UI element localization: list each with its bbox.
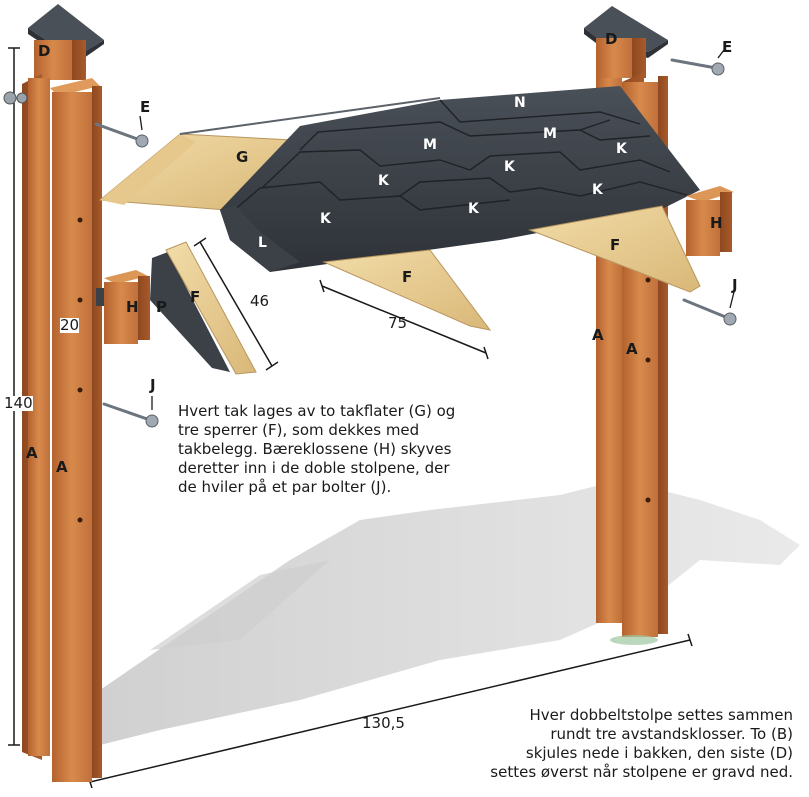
label-f-right: F: [610, 236, 621, 254]
caption-posts-line: settes øverst når stolpene er gravd ned.: [490, 763, 793, 781]
label-n: N: [514, 95, 526, 111]
caption-posts: Hver dobbeltstolpe settes sammen rundt t…: [490, 706, 793, 782]
label-h-exploded: H: [126, 298, 139, 316]
label-k-1: K: [378, 173, 389, 189]
left-post: [3, 4, 104, 782]
label-k-3: K: [616, 141, 627, 157]
label-j-left: J: [150, 376, 156, 394]
caption-roof-line: deretter inn i de doble stolpene, der: [178, 459, 450, 477]
dimension-20: 20: [60, 316, 80, 334]
caption-roof-line: de hviler på et par bolter (J).: [178, 478, 392, 496]
dimension-75: 75: [388, 314, 408, 332]
caption-posts-line: rundt tre avstandsklosser. To (B): [550, 725, 793, 743]
caption-roof-line: takbelegg. Bæreklossene (H) skyves: [178, 440, 452, 458]
label-e-right: E: [722, 38, 733, 56]
label-k-2: K: [504, 159, 515, 175]
label-d-left: D: [38, 42, 51, 60]
label-k-4: K: [320, 211, 331, 227]
label-m-2: M: [543, 126, 557, 142]
label-l: L: [258, 235, 267, 251]
label-h-right: H: [710, 214, 723, 232]
label-a-right-2: A: [626, 340, 638, 358]
caption-posts-line: skjules nede i bakken, den siste (D): [525, 744, 793, 762]
label-p: P: [156, 298, 167, 316]
dimension-46: 46: [250, 292, 270, 310]
label-g: G: [236, 148, 249, 166]
bolt-heads: [135, 62, 737, 428]
caption-posts-line: Hver dobbeltstolpe settes sammen: [529, 706, 793, 724]
roof: [98, 86, 734, 331]
exploded-rafter-assembly: [96, 241, 257, 375]
label-a-left-1: A: [26, 444, 38, 462]
dimension-130-5: 130,5: [362, 714, 405, 732]
caption-roof-line: tre sperrer (F), som dekkes med: [178, 421, 420, 439]
label-a-left-2: A: [56, 458, 68, 476]
label-f-exploded: F: [190, 288, 201, 306]
label-d-right: D: [605, 30, 618, 48]
label-k-5: K: [468, 201, 479, 217]
bolts: [94, 58, 730, 422]
dimension-140: 140: [4, 394, 33, 412]
caption-roof-line: Hvert tak lages av to takflater (G) og: [178, 402, 456, 420]
leader-lines: [139, 49, 735, 410]
caption-roof: Hvert tak lages av to takflater (G) og t…: [178, 402, 455, 497]
label-f-center: F: [402, 268, 413, 286]
label-k-6: K: [592, 182, 603, 198]
label-m-1: M: [423, 137, 437, 153]
label-j-right: J: [732, 276, 738, 294]
label-a-right-1: A: [592, 326, 604, 344]
label-e-left: E: [140, 98, 151, 116]
